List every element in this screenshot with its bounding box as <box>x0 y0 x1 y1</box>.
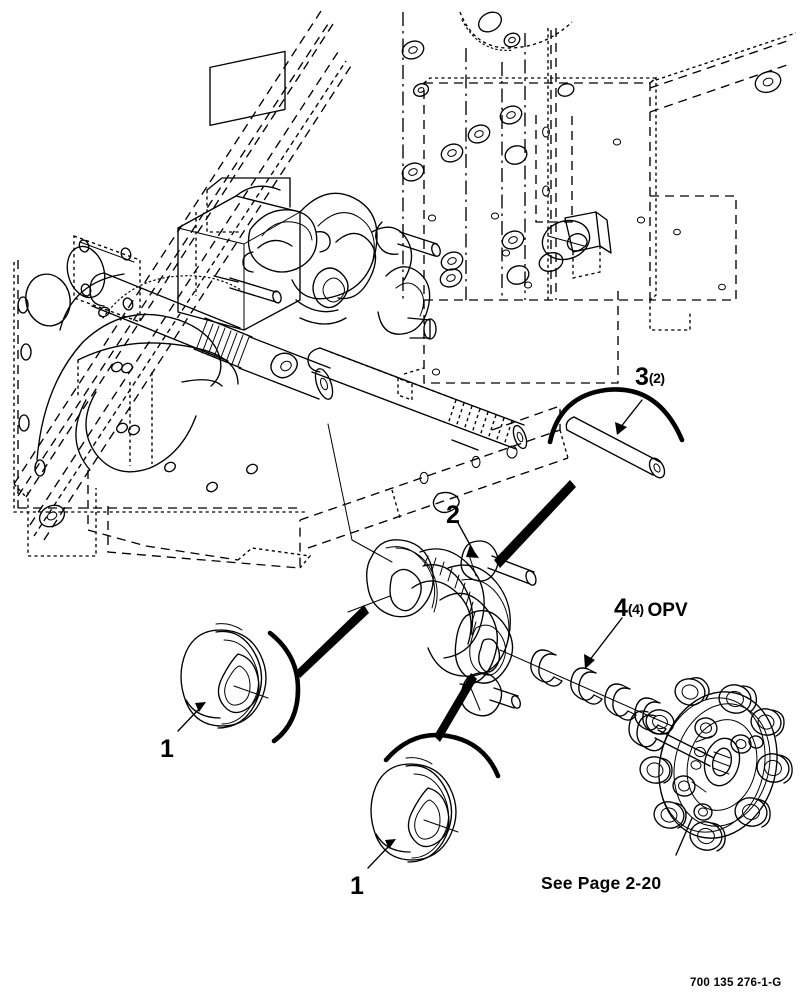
input-shaft-axis <box>351 539 393 563</box>
see-page-reference: See Page 2-20 <box>541 873 662 893</box>
shaft-spline-teeth <box>195 320 250 367</box>
item-2-universal-joint <box>347 522 673 727</box>
leader-line-1 <box>296 605 369 678</box>
main-driveshaft <box>89 272 528 451</box>
frame-rail-vertical-right <box>402 12 557 300</box>
see-page-leader <box>675 817 693 856</box>
frame-cross-pin <box>375 221 441 257</box>
shaft-support-block <box>377 266 437 340</box>
lower-frame-beam <box>299 405 569 549</box>
frame-rail-diagonal-upper <box>13 10 334 498</box>
upper-frame-assembly <box>13 10 797 569</box>
aux-plate-right <box>649 195 737 331</box>
callout-4-leader <box>588 617 623 662</box>
callout-1-arrowhead <box>195 702 206 712</box>
washer-3 <box>604 683 637 721</box>
item-3-roll-pin <box>494 387 685 568</box>
leader-line-2 <box>434 673 477 742</box>
callout-1-lower: 1 <box>350 874 364 899</box>
detail-bubble-arc-1 <box>267 630 301 744</box>
stub-shaft-left <box>229 277 282 304</box>
callout-1-left-number: 1 <box>160 735 174 763</box>
callout-1-leader <box>177 708 200 732</box>
yoke-spline-gear <box>411 548 485 659</box>
rail-small-plate <box>535 110 573 223</box>
callout-3-leader <box>619 399 643 429</box>
frame-bolt-heads <box>401 40 575 288</box>
rail-bracket-mid <box>270 352 298 379</box>
bell-housing <box>291 192 413 325</box>
callout-2-number: 2 <box>446 501 460 529</box>
center-plate-flange <box>397 290 619 401</box>
detail-bubble-arc-2 <box>383 732 501 779</box>
shaft-end-splines <box>447 399 513 446</box>
callout-3-arrowhead <box>615 422 627 435</box>
washer-1 <box>530 649 563 687</box>
leader-line-3 <box>494 480 576 568</box>
item-4-washers <box>530 617 667 735</box>
callout-2-arrowhead <box>466 545 479 558</box>
washer-2 <box>570 667 603 705</box>
callout-3-quantity: (2) <box>648 370 665 386</box>
callout-4-suffix: OPV <box>647 600 688 621</box>
callout-1-lower-number: 1 <box>350 872 364 900</box>
shaft-flange-gasket <box>66 235 141 323</box>
item-1-bearing-lower <box>367 673 501 869</box>
callout-1-left: 1 <box>160 737 174 762</box>
callout-4-number: 4 <box>614 594 628 622</box>
item-1-bearing-left <box>177 605 369 744</box>
detail-bubble-arc-3 <box>547 387 685 445</box>
callout-3: 3(2) <box>635 365 665 390</box>
rail-end-plate-left <box>27 488 97 557</box>
frame-rail-diagonal-lower <box>29 51 352 541</box>
hitch-tongue-phantom <box>36 273 312 569</box>
callout-4: 4(4)OPV <box>614 596 688 621</box>
callout-2: 2 <box>446 503 460 528</box>
callout-1b-arrowhead <box>385 839 396 849</box>
drawing-part-number: 700 135 276-1-G <box>690 977 782 989</box>
callout-1b-leader <box>367 845 390 869</box>
frame-rail-top-right <box>649 32 797 113</box>
rail-angle-bracket-right <box>564 211 612 279</box>
flange-bolt-bosses <box>639 677 793 852</box>
gearbox-housing <box>177 185 331 331</box>
callout-4-arrowhead <box>584 654 595 669</box>
frame-top-curve <box>459 11 573 52</box>
callout-4-quantity: (4) <box>627 601 644 617</box>
flange-inner-fasteners <box>672 717 764 821</box>
callout-3-number: 3 <box>635 363 649 391</box>
plate-bracket-left <box>206 50 291 233</box>
assembly-link-line <box>327 423 353 541</box>
flange-coupling-assembly <box>628 677 793 856</box>
center-mounting-plate <box>423 76 658 376</box>
